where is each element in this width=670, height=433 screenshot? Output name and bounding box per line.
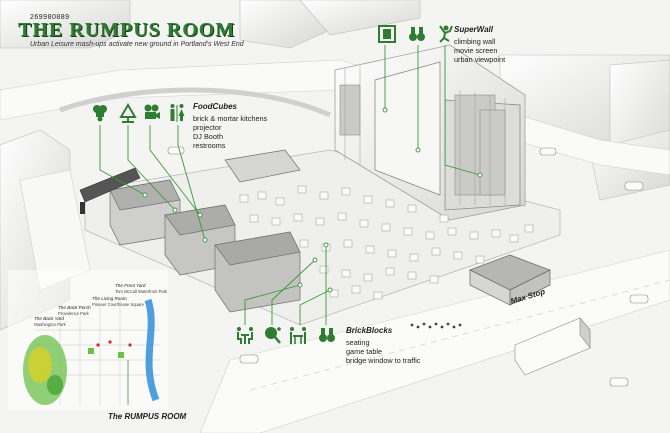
superwall-heading: SuperWall (454, 25, 493, 34)
superwall-building (334, 44, 526, 221)
brickblocks-item: game table (346, 347, 383, 356)
leader-lines (99, 45, 481, 325)
max-stop-shelter (469, 254, 551, 306)
park-blobs (23, 335, 124, 405)
leader-dots (142, 107, 483, 293)
river (144, 298, 160, 402)
crowd (410, 322, 462, 329)
map-label-front-yard: The Front Yard (115, 283, 146, 288)
map-label-living-room: The Living Room (92, 296, 127, 301)
superwall-item: climbing wall (454, 37, 496, 46)
brickblocks-item: seating (346, 338, 370, 347)
project-id: 269980889 (30, 14, 70, 21)
map-sub-living-room: Pioneer Courthouse Square (92, 302, 144, 307)
climber-icon (439, 25, 453, 43)
map-sub-front-yard: Tom McCall Waterfront Park (115, 289, 168, 294)
superwall-label: SuperWall climbing wall movie screen urb… (454, 19, 505, 64)
superwall-item: movie screen (454, 46, 498, 55)
binoculars-icon (319, 328, 335, 342)
curved-track (59, 87, 332, 118)
film-icon (378, 25, 396, 43)
binoculars-icon (409, 27, 425, 41)
context-map-caption: The RUMPUS ROOM (108, 412, 187, 421)
foodcubes-label: FoodCubes brick & mortar kitchens projec… (193, 96, 267, 150)
foodcubes-heading: FoodCubes (193, 102, 237, 111)
foodcubes-item: projector (193, 123, 222, 132)
page-title: THE RUMPUS ROOM (18, 19, 236, 41)
foodcubes-item: brick & mortar kitchens (193, 114, 268, 123)
restroom-icon (170, 104, 185, 122)
foodcubes-item: DJ Booth (193, 132, 224, 141)
pingpong-icon (265, 327, 281, 344)
vehicles (167, 146, 649, 387)
projector-icon (119, 103, 137, 123)
map-sub-back-yard: Washington Park (34, 322, 66, 327)
foodcubes-item: restrooms (193, 141, 226, 150)
context-map (8, 270, 168, 410)
map-label-back-yard: The Back Yard (34, 316, 64, 321)
superwall-item: urban viewpoint (454, 55, 506, 64)
tram (79, 167, 141, 214)
map-sub-back-porch: Providence Park (58, 311, 89, 316)
page-subtitle: Urban Leisure mash-ups activate new grou… (30, 41, 244, 48)
game-table-icon (290, 327, 306, 344)
map-label-back-porch: The Back Porch (58, 305, 91, 310)
brickblocks-label: BrickBlocks seating game table bridge wi… (346, 320, 421, 365)
camera-icon (144, 104, 160, 119)
chef-icon (93, 105, 107, 122)
brickblocks-item: bridge window to traffic (346, 356, 421, 365)
brickblocks-heading: BrickBlocks (346, 326, 393, 335)
seating-icon (237, 327, 253, 344)
